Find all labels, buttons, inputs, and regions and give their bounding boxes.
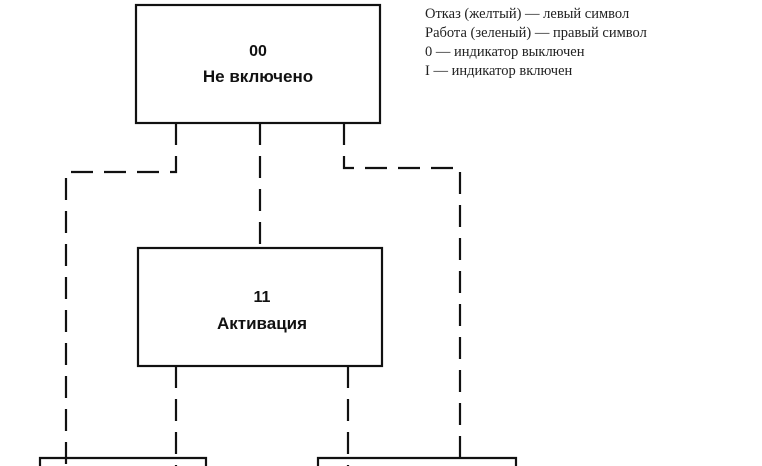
- state-box-activation: [136, 246, 384, 368]
- legend-indicator-on: I — индикатор включен: [425, 63, 573, 79]
- state-name-not-enabled: Не включено: [203, 67, 313, 86]
- bottom-box-right-top-edge: [316, 456, 518, 466]
- bottom-box-left-top-edge: [38, 456, 208, 466]
- state-not-enabled: 00 Не включено: [134, 3, 382, 125]
- state-activation: 11 Активация: [136, 246, 384, 368]
- connector-right-branch: [342, 123, 462, 466]
- state-name-activation: Активация: [217, 314, 307, 333]
- state-code-activation: 11: [254, 289, 271, 306]
- state-code-not-enabled: 00: [249, 43, 267, 60]
- legend-indicator-off: 0 — индикатор выключен: [425, 44, 585, 60]
- legend: Отказ (желтый) — левый символ Работа (зе…: [425, 6, 647, 79]
- state-box-not-enabled: [134, 3, 382, 125]
- connector-left-branch: [64, 123, 178, 466]
- legend-failure-yellow: Отказ (желтый) — левый символ: [425, 6, 629, 22]
- legend-work-green: Работа (зеленый) — правый символ: [425, 25, 647, 41]
